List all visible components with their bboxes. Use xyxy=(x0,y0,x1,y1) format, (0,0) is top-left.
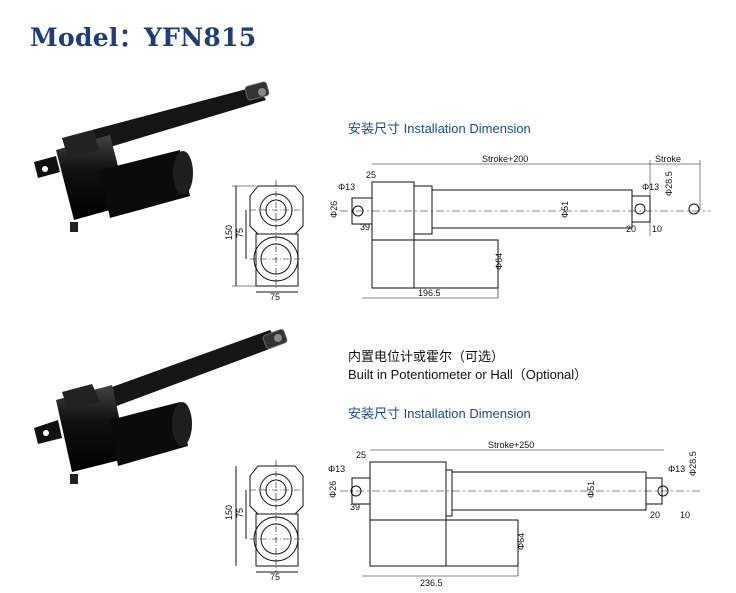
side2-d13-right: Φ13 xyxy=(668,464,685,474)
side2-d39: 39 xyxy=(350,502,360,512)
side1-d26: Φ26 xyxy=(329,201,339,218)
front2-height-150: 150 xyxy=(224,505,234,520)
side2-stroke-total: Stroke+250 xyxy=(488,440,534,450)
front1-height-150: 150 xyxy=(224,225,234,240)
side2-d26: Φ26 xyxy=(328,481,338,498)
actuator-photo-2 xyxy=(34,329,288,484)
front2-width-75: 75 xyxy=(270,572,280,582)
side1-stroke-total: Stroke+200 xyxy=(482,154,528,164)
actuator-photo-1 xyxy=(34,81,270,232)
side1-stroke: Stroke xyxy=(655,154,681,164)
side1-d25: 25 xyxy=(366,170,376,180)
side2-d25: 25 xyxy=(356,450,366,460)
side-view-2 xyxy=(340,449,700,577)
option-note-cn: 内置电位计或霍尔（可选） xyxy=(348,349,505,364)
side2-d10: 10 xyxy=(680,510,690,520)
side1-d13-left: Φ13 xyxy=(338,182,355,192)
front1-inner-75: 75 xyxy=(235,228,245,238)
front-view-1 xyxy=(232,180,304,293)
side1-length: 196.5 xyxy=(418,288,441,298)
model-title: Model：YFN815 xyxy=(30,23,257,52)
side-view-1 xyxy=(340,160,710,299)
side2-d20: 20 xyxy=(650,510,660,520)
side1-d28: Φ28.5 xyxy=(664,171,674,196)
side2-d64: Φ64 xyxy=(516,533,526,550)
side1-d64: Φ64 xyxy=(494,253,504,270)
side1-d20: 20 xyxy=(626,224,636,234)
front-view-2 xyxy=(235,460,304,573)
option-note-en: Built in Potentiometer or Hall（Optional） xyxy=(348,367,588,382)
side1-d51: Φ51 xyxy=(560,201,570,218)
front1-width-75: 75 xyxy=(270,292,280,302)
side2-d13-left: Φ13 xyxy=(328,464,345,474)
side1-d13-right: Φ13 xyxy=(642,182,659,192)
side2-length: 236.5 xyxy=(420,578,443,588)
side1-d39: 39 xyxy=(360,222,370,232)
side2-d28: Φ28.5 xyxy=(688,451,698,476)
front2-inner-75: 75 xyxy=(235,508,245,518)
installation-dimension-heading-2: 安装尺寸 Installation Dimension xyxy=(348,406,531,421)
installation-dimension-heading-1: 安装尺寸 Installation Dimension xyxy=(348,121,531,136)
side1-d10: 10 xyxy=(652,224,662,234)
side2-d51: Φ51 xyxy=(586,481,596,498)
